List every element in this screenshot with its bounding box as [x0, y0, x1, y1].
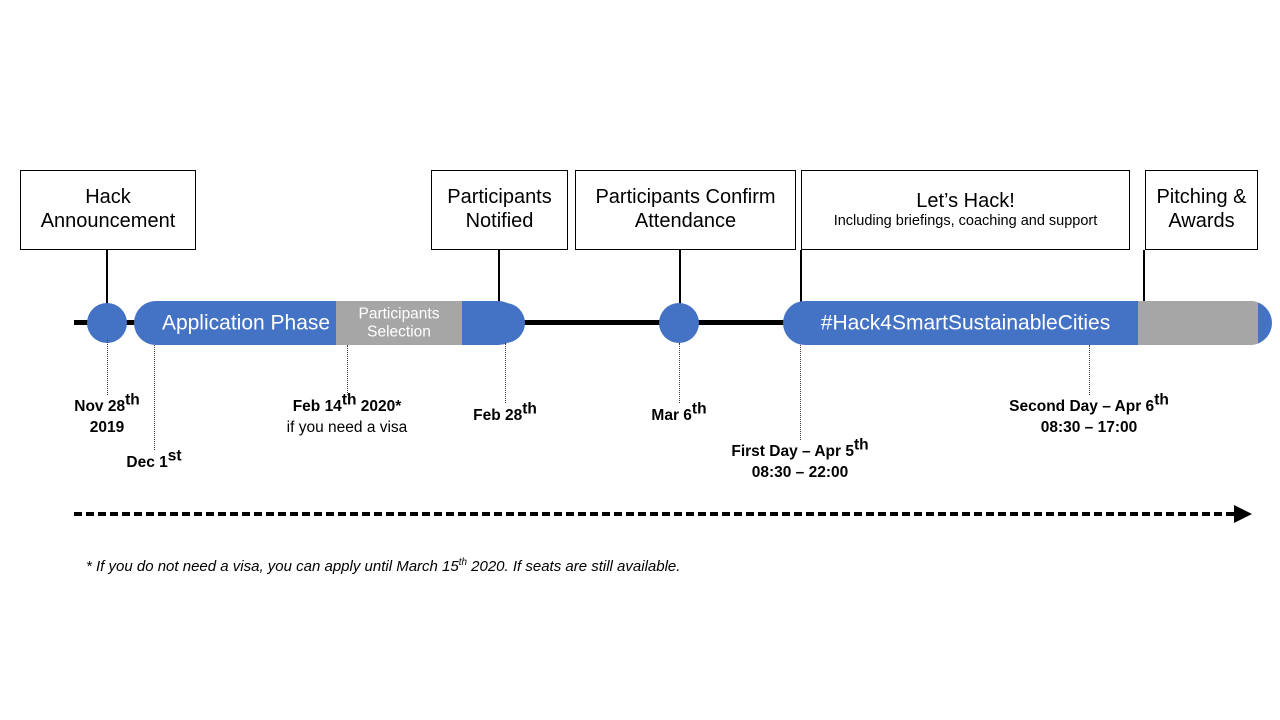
milestone-box-hack-announcement[interactable]: Hack Announcement	[20, 170, 196, 250]
milestone-box-line2: Awards	[1168, 210, 1235, 232]
date-caption-feb-14-2020: Feb 14th 2020* if you need a visa	[247, 392, 447, 439]
phase-pill-label-hack-event: #Hack4SmartSustainableCities	[820, 311, 1111, 335]
leader-line-first-day	[800, 345, 801, 440]
date-line1-ordinal: th	[125, 391, 140, 409]
leader-line-feb-14	[347, 345, 348, 395]
date-caption-feb-28: Feb 28th	[435, 401, 575, 426]
time-arrow-head-icon	[1234, 505, 1252, 523]
visa-footnote: * If you do not need a visa, you can app…	[86, 558, 680, 575]
date-caption-nov-28-2019: Nov 28th 2019	[37, 392, 177, 439]
date-line1-text: Feb 28	[473, 407, 523, 424]
milestone-box-line2: Announcement	[40, 210, 176, 232]
milestone-box-line1: Let’s Hack!	[916, 189, 1015, 212]
date-line1-text: Mar 6	[651, 407, 692, 424]
time-arrow-line	[74, 512, 1234, 516]
timeline-baseline-middle	[495, 320, 795, 325]
phase-segment-pitching[interactable]	[1138, 301, 1258, 345]
leader-line-mar-6	[679, 343, 680, 403]
milestone-box-line1: Hack	[85, 186, 131, 209]
leader-line-second-day	[1089, 345, 1090, 395]
milestone-box-line1: Participants Confirm	[595, 186, 776, 209]
milestone-box-subtitle: Including briefings, coaching and suppor…	[833, 213, 1098, 230]
date-line1-ordinal: th	[691, 400, 707, 418]
footnote-ordinal: th	[458, 557, 467, 568]
phase-label-line2: Selection	[367, 323, 431, 340]
milestone-box-lets-hack[interactable]: Let’s Hack! Including briefings, coachin…	[801, 170, 1130, 250]
phase-pill-hack-event[interactable]: #Hack4SmartSustainableCities	[783, 301, 1272, 345]
date-line2-text: 2019	[89, 419, 125, 437]
milestone-box-line1: Participants	[447, 186, 552, 209]
leader-line-feb-28	[505, 343, 506, 403]
phase-pill-application[interactable]: Participants Selection Application Phase	[134, 301, 520, 345]
phase-label-line1: Participants	[358, 305, 440, 323]
date-line1-text: First Day – Apr 5	[731, 443, 854, 460]
date-line1-ordinal: th	[522, 400, 537, 418]
phase-segment-label: Participants Selection	[336, 305, 462, 340]
date-line1-ordinal: th	[853, 436, 869, 454]
date-caption-mar-6: Mar 6th	[609, 401, 749, 426]
connector-hack-announcement	[106, 250, 109, 316]
milestone-box-pitching-awards[interactable]: Pitching & Awards	[1145, 170, 1258, 250]
date-line1-ordinal: th	[1154, 391, 1169, 409]
timeline-node-hack-announcement[interactable]	[87, 303, 127, 343]
phase-segment-participants-selection[interactable]: Participants Selection	[336, 301, 462, 345]
date-caption-dec-1: Dec 1st	[84, 448, 224, 473]
milestone-box-participants-confirm[interactable]: Participants Confirm Attendance	[575, 170, 796, 250]
milestone-box-line1: Pitching &	[1156, 186, 1247, 209]
connector-participants-confirm	[679, 250, 682, 316]
date-caption-first-day-apr-5: First Day – Apr 5th 08:30 – 22:00	[690, 437, 910, 484]
date-line2-text: 08:30 – 22:00	[751, 464, 849, 482]
leader-line-nov-28	[107, 340, 108, 395]
date-caption-second-day-apr-6: Second Day – Apr 6th 08:30 – 17:00	[979, 392, 1199, 439]
connector-participants-notified	[498, 250, 501, 316]
milestone-box-line2: Notified	[465, 210, 534, 232]
leader-line-dec-1	[154, 345, 155, 450]
footnote-text-pre: * If you do not need a visa, you can app…	[86, 558, 459, 575]
timeline-node-participants-notified[interactable]	[485, 303, 525, 343]
date-line2-text: if you need a visa	[286, 419, 408, 437]
date-line1-text: Dec 1	[126, 454, 168, 471]
connector-pitching-awards	[1143, 250, 1146, 305]
date-line1-ordinal: th	[341, 391, 357, 409]
date-line1-text: Feb 14	[292, 398, 342, 415]
date-line1-ordinal: st	[167, 447, 182, 465]
date-line1-suffix: 2020*	[356, 398, 402, 415]
date-line2-text: 08:30 – 17:00	[1040, 419, 1138, 437]
phase-pill-label-application: Application Phase	[161, 311, 331, 335]
date-line1-text: Second Day – Apr 6	[1009, 398, 1155, 415]
date-line1-text: Nov 28	[74, 398, 126, 415]
milestone-box-line2: Attendance	[634, 210, 737, 232]
timeline-node-participants-confirm[interactable]	[659, 303, 699, 343]
footnote-text-post: 2020. If seats are still available.	[466, 558, 681, 575]
connector-lets-hack	[800, 250, 803, 305]
milestone-box-participants-notified[interactable]: Participants Notified	[431, 170, 568, 250]
